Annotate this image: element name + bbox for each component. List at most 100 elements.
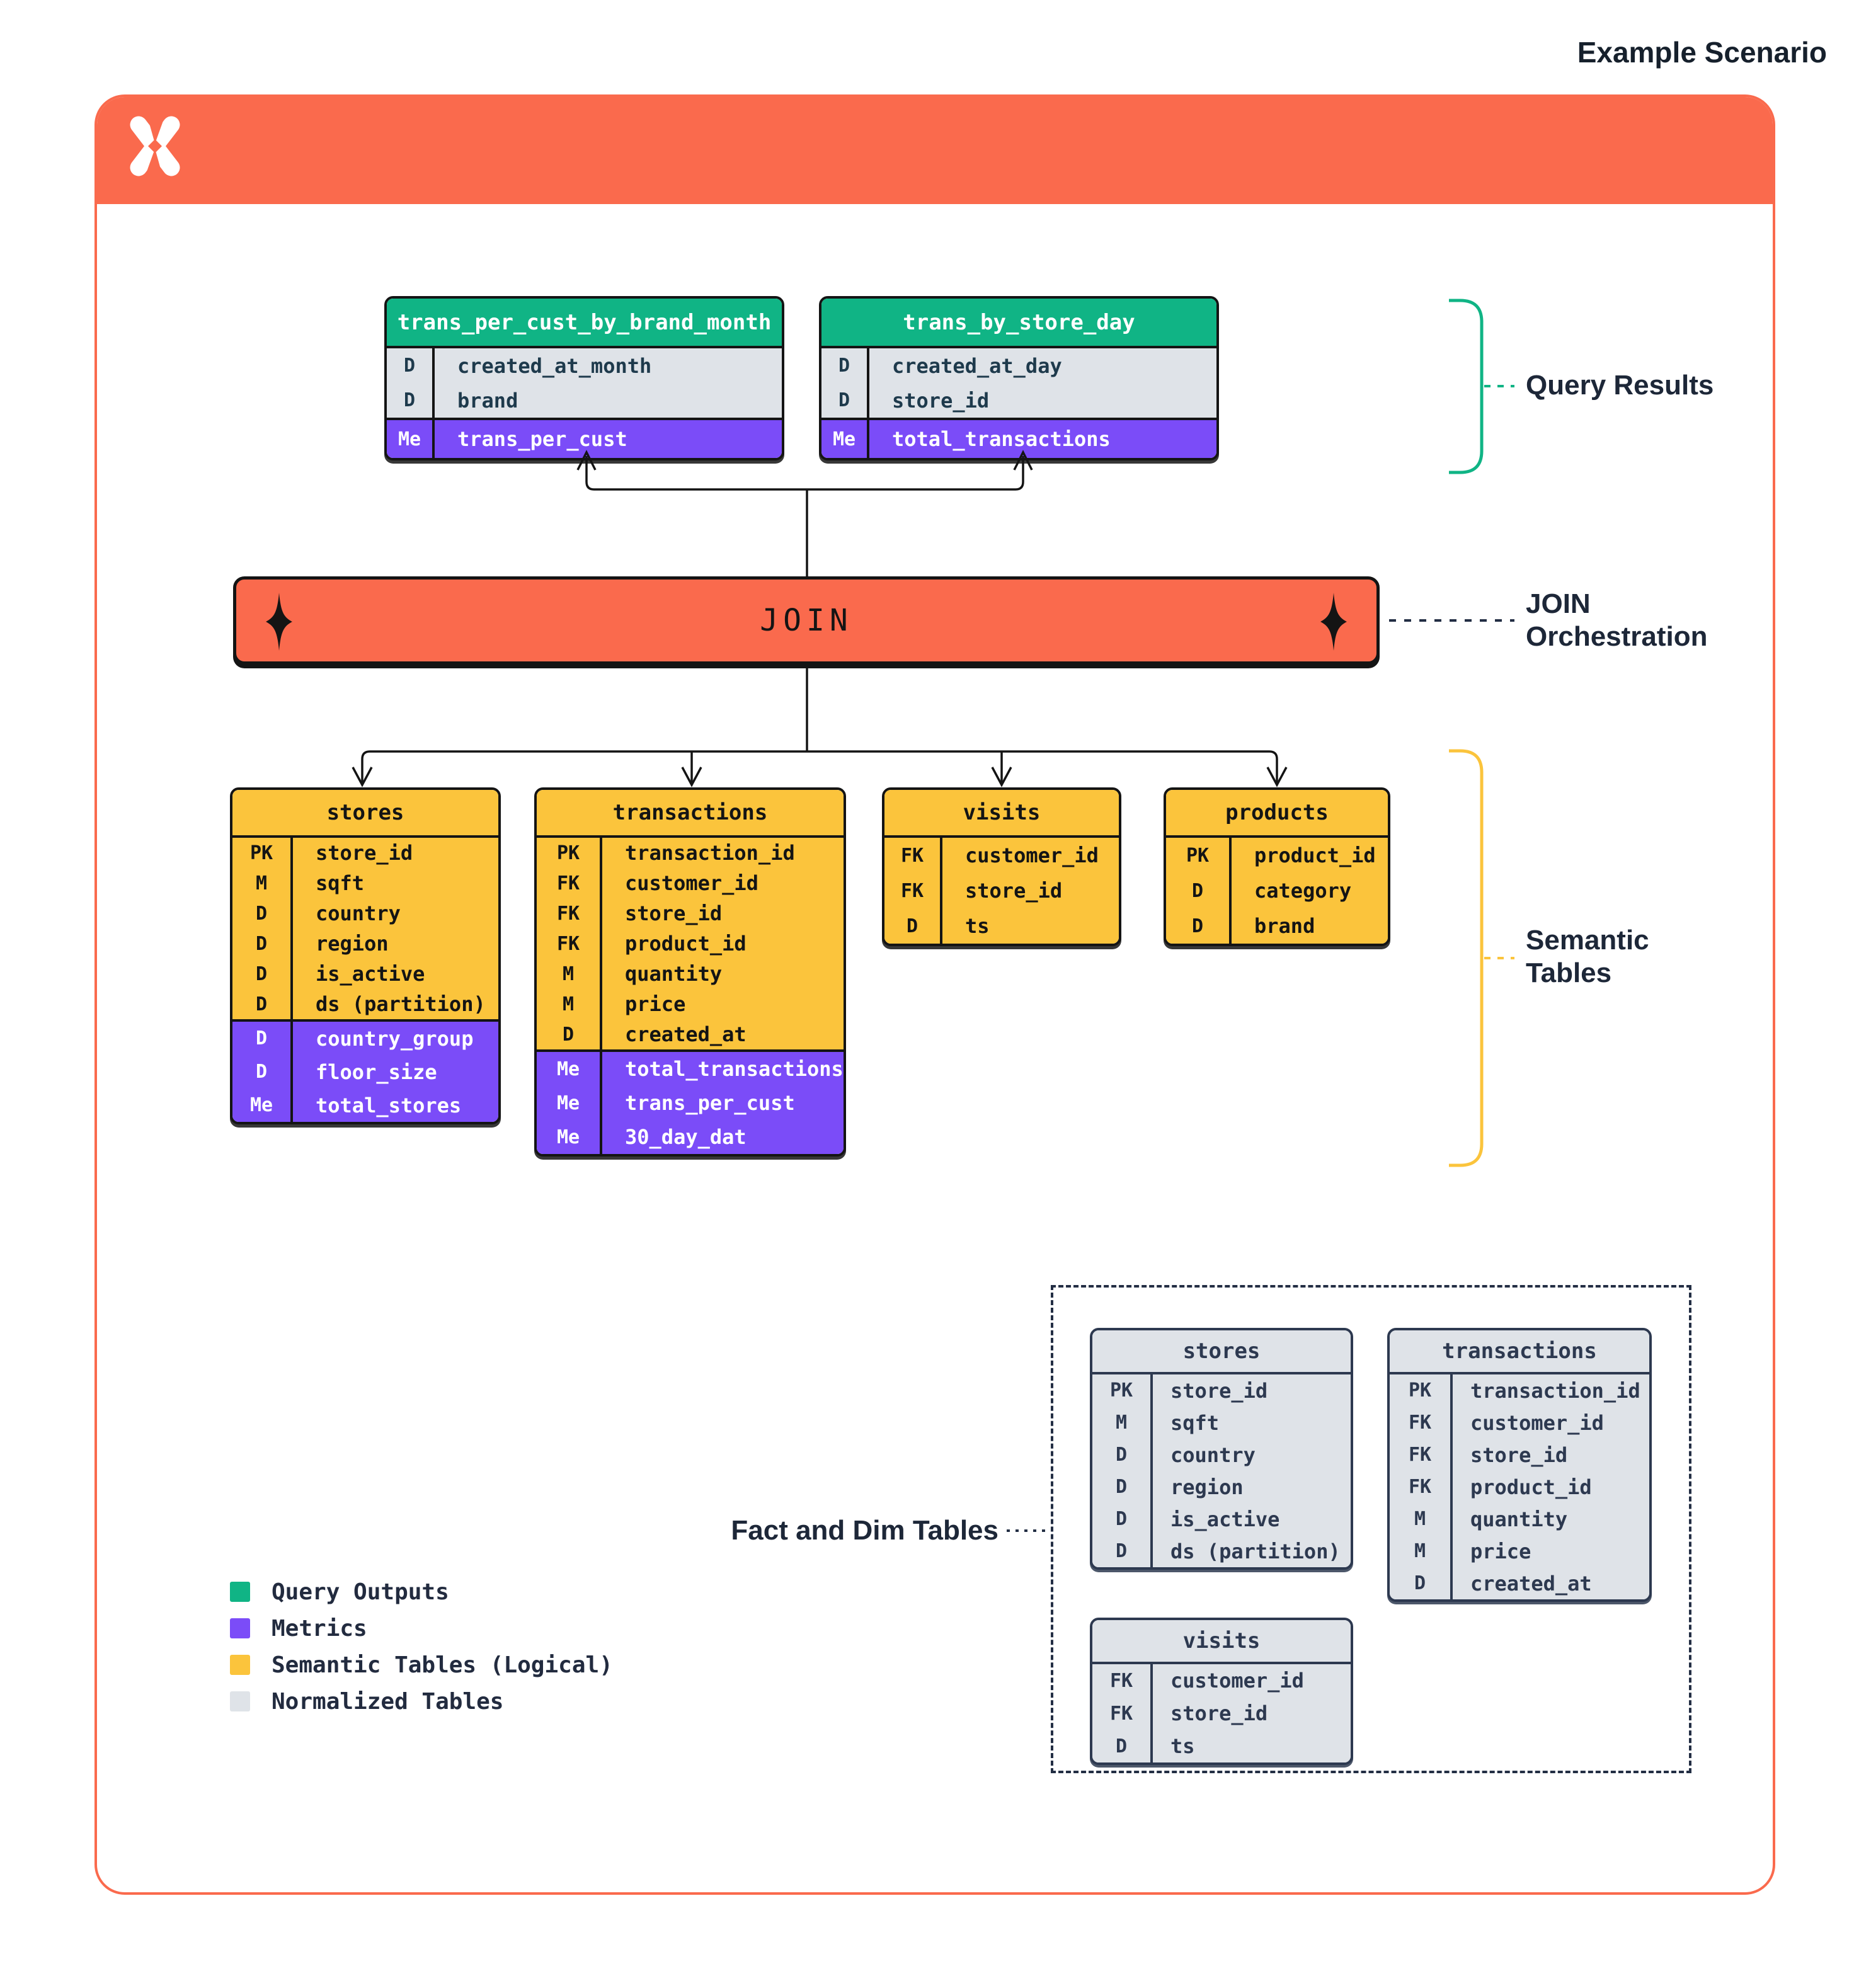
column-key: Me	[387, 420, 435, 458]
column-key: M	[1390, 1535, 1453, 1567]
column-key: D	[1092, 1471, 1153, 1503]
column-name: total_transactions	[892, 427, 1111, 451]
column-key: D	[232, 1055, 293, 1088]
join-orchestration-bar: JOIN	[233, 576, 1380, 665]
table-row: Me trans_per_cust	[537, 1086, 844, 1120]
column-key: M	[232, 868, 293, 898]
column-key: M	[1092, 1407, 1153, 1439]
column-key: FK	[537, 898, 602, 928]
column-key: D	[1390, 1567, 1453, 1599]
column-name: created_at_day	[892, 353, 1062, 378]
column-key: M	[537, 989, 602, 1019]
column-name: sqft	[316, 871, 365, 895]
column-name: region	[316, 932, 389, 956]
table-title: transactions	[537, 790, 844, 835]
column-name: product_id	[625, 932, 747, 956]
column-name: country	[316, 901, 401, 925]
column-name: store_id	[892, 388, 990, 413]
column-name: store_id	[1470, 1442, 1568, 1467]
column-key: D	[1092, 1535, 1153, 1567]
column-name: total_transactions	[625, 1057, 844, 1081]
sparkle-diamond-icon	[1320, 593, 1347, 651]
legend-item: Normalized Tables	[230, 1688, 613, 1715]
legend-swatch	[230, 1618, 250, 1638]
column-name: transaction_id	[1470, 1378, 1640, 1403]
column-name: region	[1170, 1475, 1244, 1499]
column-name: product_id	[1254, 843, 1376, 867]
column-name: total_stores	[316, 1093, 462, 1117]
column-key: D	[232, 989, 293, 1019]
column-name: customer_id	[1170, 1669, 1304, 1693]
column-key: D	[537, 1019, 602, 1049]
column-key: D	[387, 383, 435, 418]
pinwheel-x-logo-icon	[130, 115, 180, 178]
column-name: customer_id	[625, 871, 758, 895]
column-key: PK	[1166, 838, 1232, 873]
page-title: Example Scenario	[1577, 36, 1827, 69]
legend-label: Semantic Tables (Logical)	[272, 1652, 613, 1678]
column-name: ts	[965, 914, 990, 938]
column-name: customer_id	[965, 843, 1099, 867]
column-key: FK	[1390, 1471, 1453, 1503]
table-title: trans_by_store_day	[821, 299, 1216, 346]
legend-label: Normalized Tables	[272, 1688, 504, 1715]
column-key: FK	[537, 868, 602, 898]
column-key: D	[821, 383, 869, 418]
legend-item: Query Outputs	[230, 1579, 613, 1605]
column-name: created_at	[625, 1022, 747, 1046]
fact-dim-label: Fact and Dim Tables	[731, 1515, 998, 1546]
join-label: JOIN	[760, 603, 853, 638]
column-name: trans_per_cust	[625, 1091, 795, 1115]
column-name: customer_id	[1470, 1410, 1604, 1435]
legend-swatch	[230, 1655, 250, 1675]
join-orchestration-label-line1: JOIN	[1526, 588, 1591, 619]
column-key: FK	[1390, 1439, 1453, 1471]
column-key: D	[1092, 1503, 1153, 1535]
column-name: 30_day_dat	[625, 1125, 747, 1149]
table-title: trans_per_cust_by_brand_month	[387, 299, 782, 346]
column-name: sqft	[1170, 1410, 1220, 1435]
column-name: ts	[1170, 1734, 1195, 1758]
column-key: D	[232, 928, 293, 959]
column-key: Me	[537, 1086, 602, 1120]
legend-item: Semantic Tables (Logical)	[230, 1652, 613, 1678]
column-name: price	[625, 992, 686, 1016]
column-key: D	[1092, 1730, 1153, 1762]
